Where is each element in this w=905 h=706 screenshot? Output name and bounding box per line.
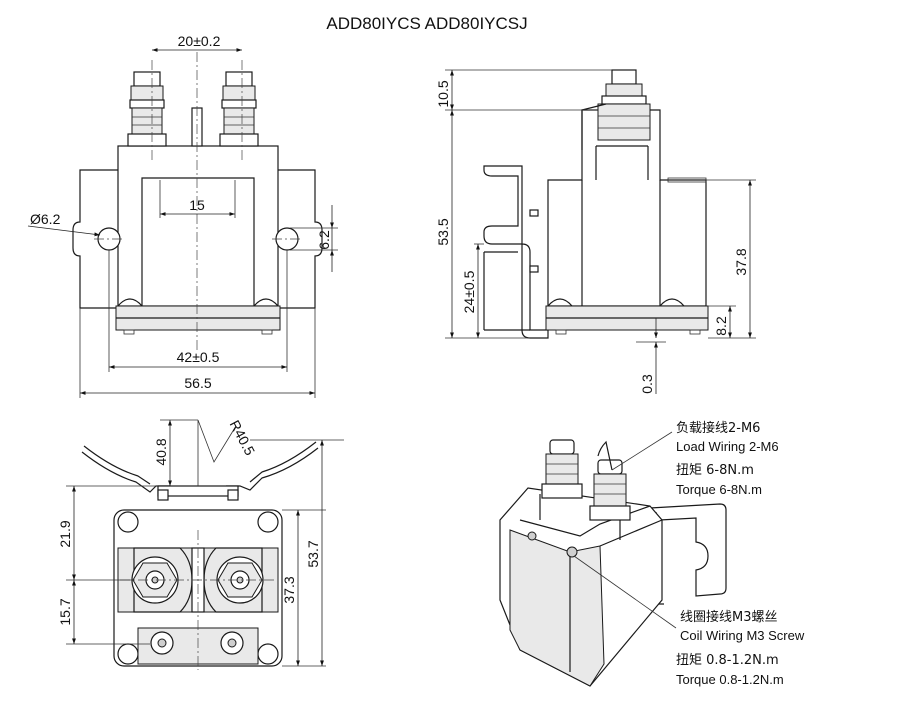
front-terminal-left [127,71,167,147]
side-terminal [581,69,651,150]
dim-base-height: 8.2 [713,316,729,336]
dim-lower-depth: 15.7 [57,598,73,625]
dim-overall-width: 56.5 [184,375,211,391]
dim-hole-diameter: Ø6.2 [30,211,61,227]
note-load-torque-zh: 扭矩 6-8N.m [676,463,754,478]
top-coil-wire-left [81,451,170,493]
note-load-wiring-zh: 负载接线2-M6 [676,420,760,436]
top-terminal-left [131,556,179,604]
dim-body-depth: 37.3 [281,576,297,603]
top-terminal-right [216,556,264,604]
top-view: 40.8 R40.5 21.9 15.7 37.3 53.7 [57,417,344,670]
dim-terminal-height: 10.5 [435,80,451,107]
note-coil-torque-zh: 扭矩 0.8-1.2N.m [676,653,779,668]
note-coil-wiring-zh: 线圈接线M3螺丝 [680,609,778,625]
dim-mount-pitch: 42±0.5 [177,349,220,365]
front-view: 20±0.2 15 Ø6.2 6.2 42±0.5 56.5 [27,33,338,398]
leader-coil-wiring [573,555,677,629]
dim-body-height: 37.8 [733,248,749,275]
note-coil-wiring-en: Coil Wiring M3 Screw [680,628,805,643]
dim-terminal-pitch: 20±0.2 [178,33,221,49]
dim-inner-width: 15 [189,197,205,213]
iso-coil-screw [566,546,578,558]
dim-side-height: 53.5 [435,218,451,245]
iso-terminal-right [589,459,631,521]
note-coil-torque-en: Torque 0.8-1.2N.m [676,672,784,687]
drawing-title: ADD80IYCS ADD80IYCSJ [326,14,527,33]
dim-wire-radius: R40.5 [227,417,259,458]
side-body [547,109,707,307]
front-terminal-right [219,71,259,147]
dim-base-gap: 0.3 [639,374,655,394]
dim-overall-depth: 53.7 [305,540,321,567]
front-cavity [141,177,255,306]
leader-load-wiring [611,431,673,471]
note-load-wiring-en: Load Wiring 2-M6 [676,439,779,454]
top-coil-tab [157,485,239,497]
iso-bracket [648,503,727,597]
dim-upper-depth: 21.9 [57,520,73,547]
dim-wire-height: 40.8 [153,438,169,465]
front-body [117,145,279,307]
annotation-notes: 负载接线2-M6 Load Wiring 2-M6 扭矩 6-8N.m Torq… [676,420,805,687]
note-load-torque-en: Torque 6-8N.m [676,482,762,497]
top-coil-wire-right [226,447,319,491]
side-view: 10.5 53.5 24±0.5 37.8 8.2 0.3 [435,69,756,394]
isometric-view [499,431,727,687]
iso-terminal-left [541,439,583,499]
dim-bracket-height: 24±0.5 [461,270,477,313]
dim-slot-height: 6.2 [316,230,332,250]
